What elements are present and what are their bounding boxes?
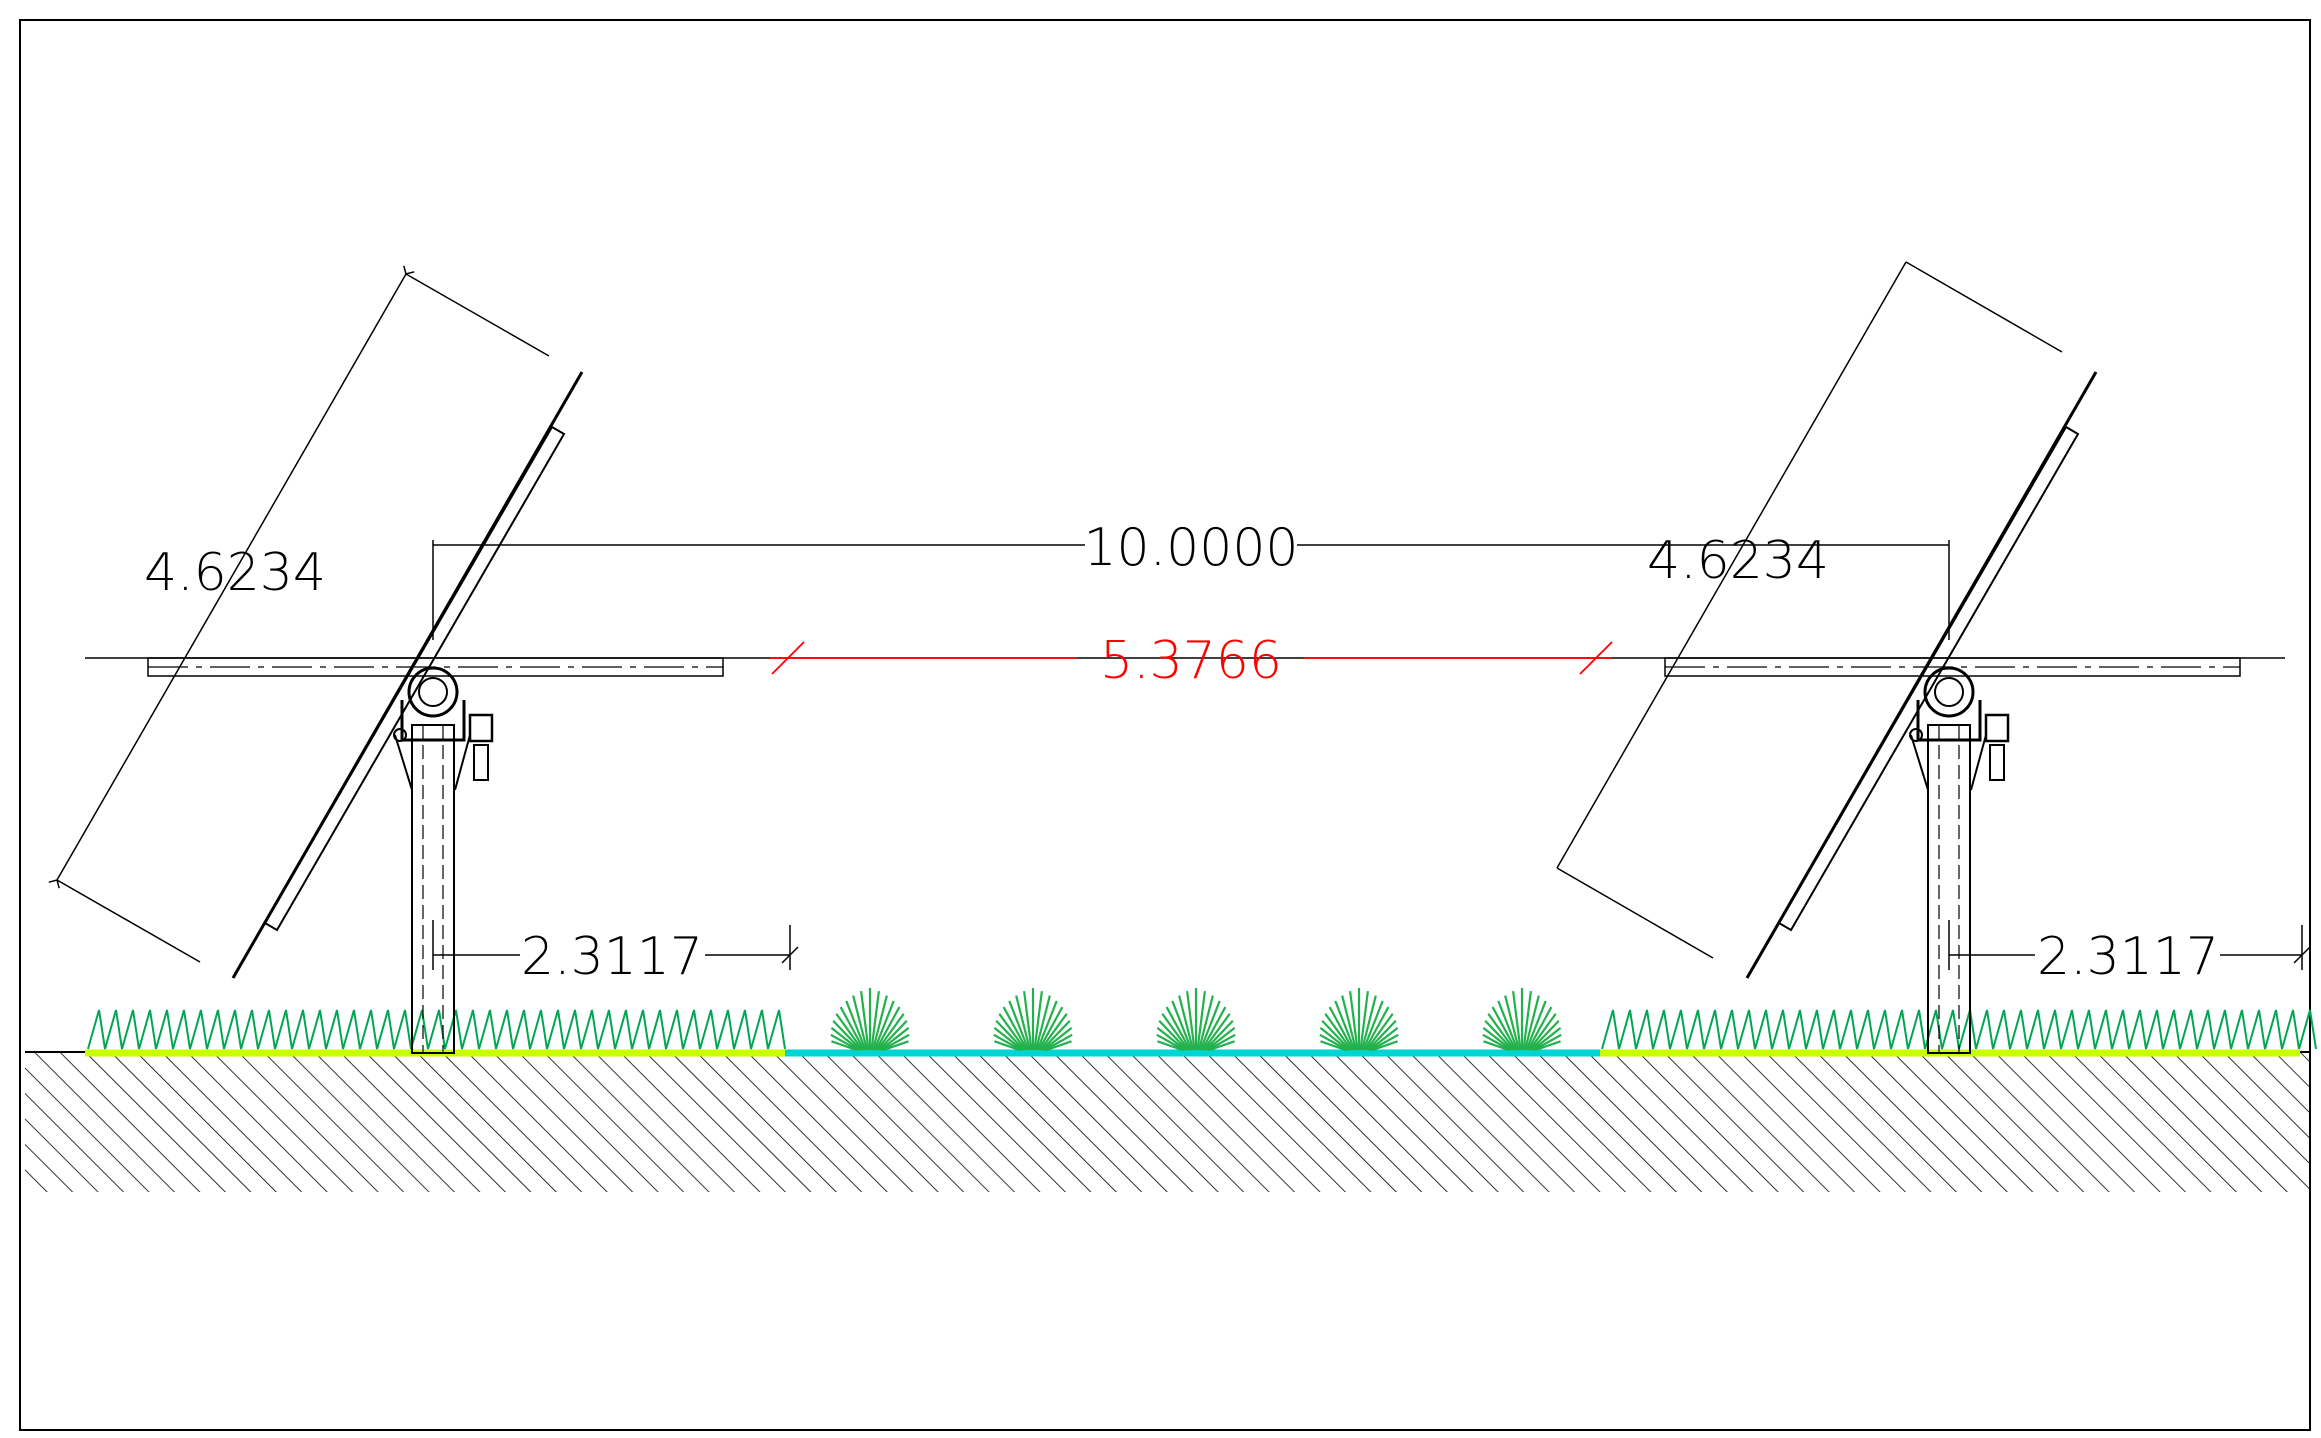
bush <box>830 988 910 1052</box>
bush <box>1482 988 1562 1052</box>
left-panel-length-label: 4.6234 <box>144 543 326 603</box>
pitch-dimension: 10.0000 <box>432 518 1950 640</box>
left-post <box>411 724 455 1054</box>
gap-tick-left <box>771 641 805 675</box>
gap-label: 5.3766 <box>1100 631 1282 691</box>
right-torque-tube <box>1923 666 1975 718</box>
bush <box>1319 988 1399 1052</box>
right-drive-bracket <box>1916 700 1982 742</box>
gap-tick-right <box>1579 641 1613 675</box>
bush-row <box>830 988 1562 1052</box>
bush <box>993 988 1073 1052</box>
right-tilted-module <box>1777 425 2080 932</box>
left-drive-bracket <box>400 700 466 742</box>
left-tracker: 4.6234 2.3117 <box>48 265 799 1054</box>
right-tracker: 4.6234 2.3117 <box>1556 261 2311 1054</box>
drawing-border <box>19 19 2311 1431</box>
left-tilted-module <box>263 425 566 932</box>
bush <box>1156 988 1236 1052</box>
ground-hatch <box>25 1052 2310 1192</box>
gap-dimension: 5.3766 <box>770 631 1613 691</box>
ground <box>25 1049 2310 1192</box>
right-motor <box>1984 713 2010 743</box>
right-half-width-label: 2.3117 <box>2037 927 2219 987</box>
left-motor <box>468 713 494 743</box>
left-panel-length-dim-line <box>56 273 407 881</box>
pitch-label: 10.0000 <box>1083 518 1298 578</box>
right-panel-length-dim-line <box>1556 261 1907 869</box>
right-panel-length-label: 4.6234 <box>1647 531 1829 591</box>
grass-blades <box>87 1009 786 1050</box>
left-torque-tube <box>407 666 459 718</box>
left-half-width-label: 2.3117 <box>521 927 703 987</box>
grass-row-left <box>87 1009 786 1050</box>
right-post <box>1927 724 1971 1054</box>
